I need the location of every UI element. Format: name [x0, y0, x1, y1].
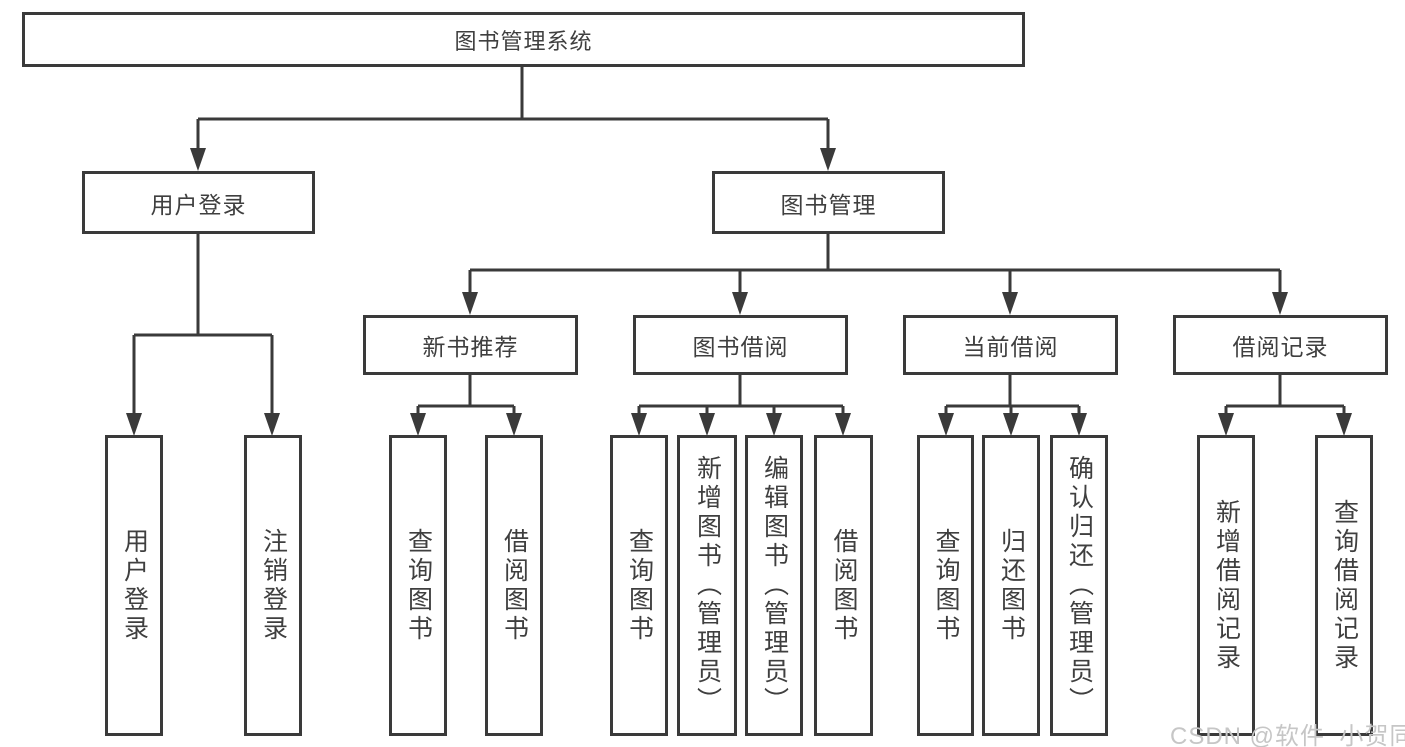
node-user-login-branch: 用户登录 [82, 171, 315, 234]
node-query-books-borrowing: 查询图书 [610, 435, 668, 736]
node-query-books-recommend: 查询图书 [389, 435, 447, 736]
node-book-management-branch-label: 图书管理 [780, 191, 877, 218]
node-confirm-return-admin-label: 确认归还（管理员） [1065, 455, 1094, 716]
node-current-borrowing: 当前借阅 [903, 315, 1118, 375]
node-query-books-current: 查询图书 [917, 435, 974, 736]
node-user-login-branch-label: 用户登录 [150, 191, 247, 218]
node-confirm-return-admin: 确认归还（管理员） [1050, 435, 1108, 736]
node-logout-leaf-label: 注销登录 [259, 527, 288, 644]
node-edit-books-admin-label: 编辑图书（管理员） [760, 455, 789, 716]
node-query-borrow-record: 查询借阅记录 [1315, 435, 1373, 736]
node-current-borrowing-label: 当前借阅 [962, 334, 1059, 360]
node-query-borrow-record-label: 查询借阅记录 [1330, 498, 1359, 673]
node-add-borrow-record: 新增借阅记录 [1197, 435, 1255, 736]
node-borrowing-records: 借阅记录 [1173, 315, 1388, 375]
node-borrow-books-recommend: 借阅图书 [485, 435, 543, 736]
csdn-watermark: CSDN @软件_小贺同学 [1170, 723, 1405, 747]
node-root-system: 图书管理系统 [22, 12, 1025, 67]
node-return-books: 归还图书 [982, 435, 1040, 736]
node-return-books-label: 归还图书 [997, 527, 1026, 644]
node-add-books-admin: 新增图书（管理员） [677, 435, 737, 736]
node-book-borrowing: 图书借阅 [633, 315, 848, 375]
node-book-management-branch: 图书管理 [712, 171, 945, 234]
node-book-borrowing-label: 图书借阅 [692, 334, 789, 360]
node-new-book-recommend: 新书推荐 [363, 315, 578, 375]
node-edit-books-admin: 编辑图书（管理员） [745, 435, 803, 736]
node-borrow-books-recommend-label: 借阅图书 [500, 527, 529, 644]
node-query-books-borrowing-label: 查询图书 [625, 527, 654, 644]
node-logout-leaf: 注销登录 [244, 435, 302, 736]
node-add-borrow-record-label: 新增借阅记录 [1212, 498, 1241, 673]
node-borrow-books-borrowing-label: 借阅图书 [830, 527, 858, 644]
node-borrow-books-borrowing: 借阅图书 [814, 435, 873, 736]
node-root-system-label: 图书管理系统 [454, 28, 593, 54]
node-new-book-recommend-label: 新书推荐 [422, 334, 519, 360]
node-borrowing-records-label: 借阅记录 [1232, 334, 1329, 360]
node-query-books-recommend-label: 查询图书 [404, 527, 433, 644]
node-user-login-leaf-label: 用户登录 [120, 527, 149, 644]
node-add-books-admin-label: 新增图书（管理员） [693, 455, 722, 716]
node-query-books-current-label: 查询图书 [932, 527, 960, 644]
node-user-login-leaf: 用户登录 [105, 435, 163, 736]
